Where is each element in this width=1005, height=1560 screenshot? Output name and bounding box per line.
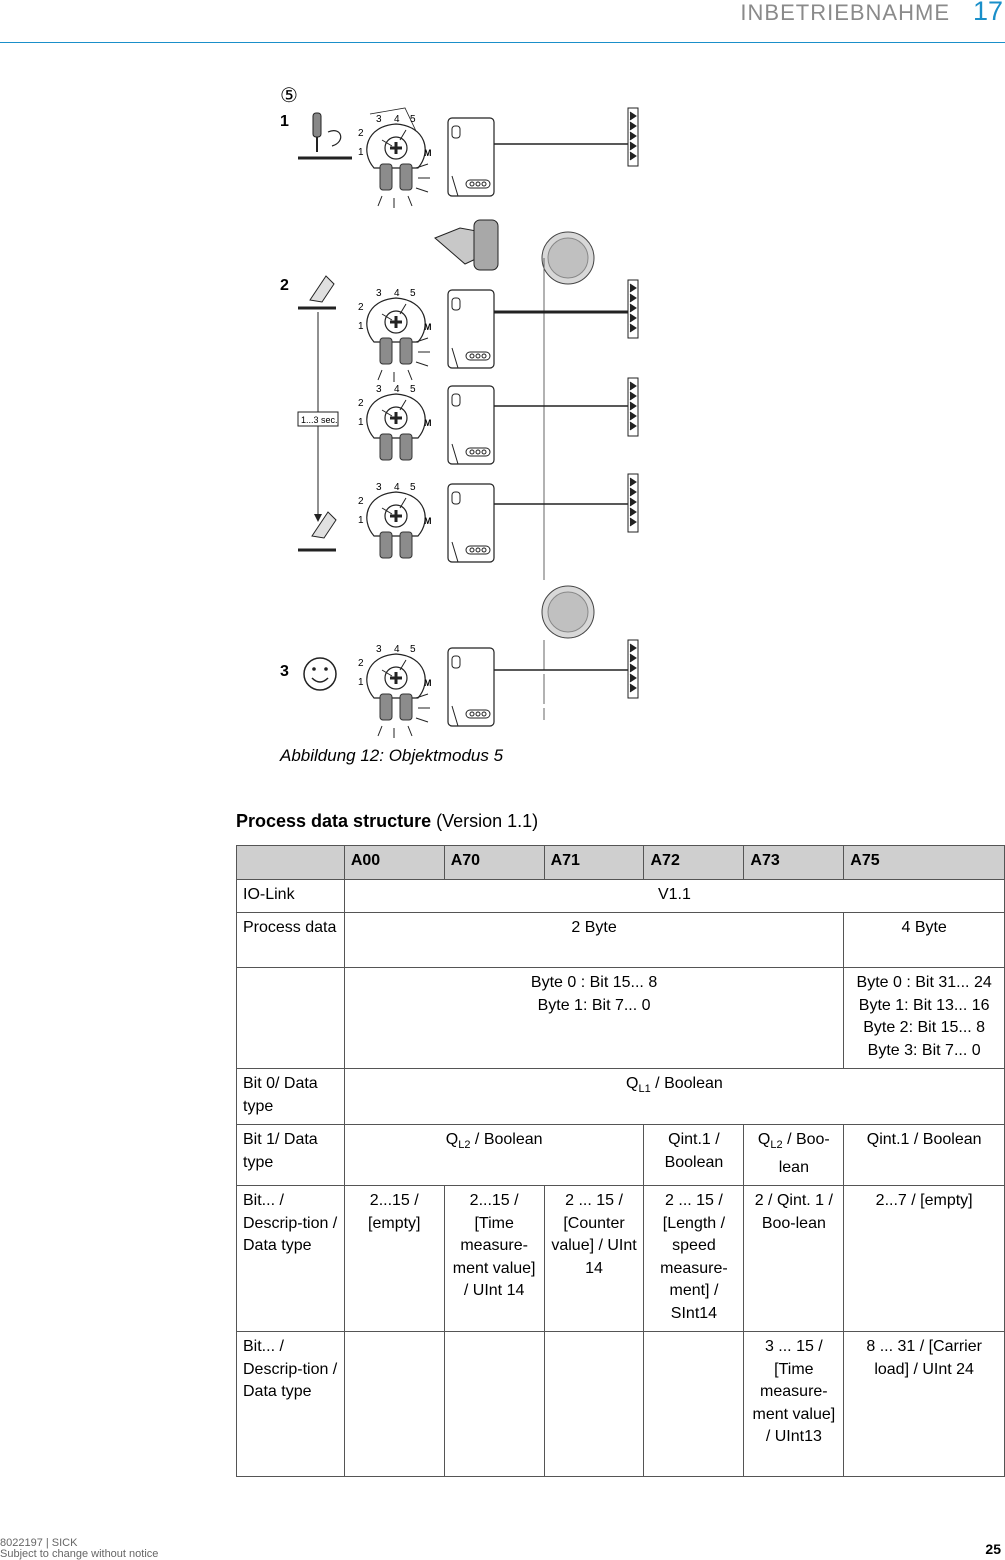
process-data-table: A00 A70 A71 A72 A73 A75 IO-Link V1.1 Pro… bbox=[236, 845, 1005, 1478]
q-type: / Boolean bbox=[470, 1131, 543, 1148]
release-finger-icon bbox=[298, 511, 337, 552]
screwdriver-icon bbox=[298, 112, 352, 160]
sensor-device bbox=[447, 483, 495, 563]
row-label: IO-Link bbox=[236, 878, 345, 913]
table-cell bbox=[543, 1331, 645, 1478]
page-number: 25 bbox=[985, 1541, 1001, 1557]
byte-line: Byte 2: Bit 15... 8 bbox=[863, 1019, 986, 1036]
table-cell: Qint.1 / Boolean bbox=[643, 1123, 745, 1187]
q-type: / Boo-lean bbox=[778, 1131, 830, 1176]
row-label bbox=[236, 967, 345, 1069]
column-header: A00 bbox=[343, 845, 445, 880]
byte-line: Byte 3: Bit 7... 0 bbox=[867, 1041, 981, 1059]
footer-notice: Subject to change without notice bbox=[0, 1548, 159, 1560]
table-cell: 2 Byte bbox=[343, 912, 845, 968]
column-header bbox=[236, 845, 345, 880]
table-row: Process data 2 Byte 4 Byte bbox=[236, 912, 1005, 968]
table-cell: 2 ... 15 / [Counter value] / UInt 14 bbox=[543, 1185, 645, 1333]
table-cell: 2...7 / [empty] bbox=[843, 1185, 1005, 1333]
table-cell: Byte 0 : Bit 31... 24 Byte 1: Bit 13... … bbox=[843, 967, 1005, 1069]
table-cell bbox=[343, 1331, 445, 1478]
dial-knob bbox=[358, 288, 432, 383]
sensor-device bbox=[447, 117, 495, 197]
table-cell: 2...15 / [Time measure-ment value] / UIn… bbox=[443, 1185, 545, 1333]
header-title: INBETRIEBNAHME bbox=[740, 0, 950, 25]
row-label: Bit 0/ Data type bbox=[236, 1068, 345, 1125]
table-cell: 2 / Qint. 1 / Boo-lean bbox=[743, 1185, 845, 1333]
step-label-1: 1 bbox=[280, 113, 289, 130]
time-label: 1...3 sec. bbox=[301, 415, 338, 425]
q-symbol: Q bbox=[445, 1131, 459, 1148]
figure-caption: Abbildung 12: Objektmodus 5 bbox=[280, 746, 504, 765]
table-cell: 2 ... 15 / [Length / speed measure-ment]… bbox=[643, 1185, 745, 1333]
step-marker: ⑤ bbox=[280, 83, 298, 107]
page-header: INBETRIEBNAHME 17 bbox=[0, 0, 1005, 43]
dial-knob bbox=[358, 384, 432, 462]
reflector bbox=[627, 377, 639, 437]
section-title-text: Process data structure bbox=[236, 811, 432, 831]
table-cell: Byte 0 : Bit 15... 8 Byte 1: Bit 7... 0 bbox=[343, 967, 845, 1069]
row-label: Process data bbox=[236, 912, 345, 968]
q-symbol: Q bbox=[757, 1131, 771, 1148]
step-label-3: 3 bbox=[280, 663, 289, 680]
reflector bbox=[627, 279, 639, 339]
table-cell: QL2 / Boolean bbox=[343, 1123, 645, 1187]
q-type: / Boolean bbox=[650, 1075, 723, 1092]
sensor-device bbox=[447, 385, 495, 465]
column-header: A73 bbox=[743, 845, 845, 880]
table-cell: 4 Byte bbox=[843, 912, 1005, 968]
table-row: Byte 0 : Bit 15... 8 Byte 1: Bit 7... 0 … bbox=[236, 967, 1005, 1069]
section-title: Process data structure (Version 1.1) bbox=[236, 811, 538, 832]
reflector bbox=[627, 107, 639, 167]
object-disc bbox=[541, 231, 595, 285]
figure-object-mode: 1 2 3 4 5 M ⑤ 1 bbox=[270, 80, 650, 745]
table-cell: 8 ... 31 / [Carrier load] / UInt 24 bbox=[843, 1331, 1005, 1478]
table-cell bbox=[443, 1331, 545, 1478]
sensor-device bbox=[447, 647, 495, 727]
byte-line: Byte 0 : Bit 15... 8 bbox=[530, 974, 658, 991]
dial-knob bbox=[358, 482, 432, 560]
column-header: A75 bbox=[843, 845, 1005, 880]
table-cell: V1.1 bbox=[343, 878, 1005, 913]
step-label-2: 2 bbox=[280, 277, 289, 294]
reflector bbox=[627, 639, 639, 699]
table-header-row: A00 A70 A71 A72 A73 A75 bbox=[236, 845, 1005, 880]
chapter-number: 17 bbox=[972, 0, 1003, 26]
table-row: IO-Link V1.1 bbox=[236, 878, 1005, 913]
object-disc bbox=[541, 585, 595, 639]
table-cell: 3 ... 15 / [Time measure-ment value] / U… bbox=[743, 1331, 845, 1478]
q-subscript: L1 bbox=[638, 1083, 651, 1096]
press-finger-icon bbox=[298, 275, 336, 310]
q-subscript: L2 bbox=[770, 1139, 783, 1152]
footer-doc-id: 8022197 | SICK bbox=[0, 1537, 78, 1549]
reflector bbox=[627, 473, 639, 533]
smiley-icon bbox=[303, 657, 337, 691]
dial-knob bbox=[358, 644, 432, 739]
table-cell: QL1 / Boolean bbox=[343, 1068, 1005, 1125]
table-cell: 2...15 / [empty] bbox=[343, 1185, 445, 1333]
q-symbol: Q bbox=[626, 1075, 639, 1092]
table-cell: Qint.1 / Boolean bbox=[843, 1123, 1005, 1187]
footer-info: 8022197 | SICK Subject to change without… bbox=[0, 1538, 158, 1560]
table-row: Bit... / Descrip-tion / Data type 2...15… bbox=[236, 1185, 1005, 1333]
section-version: (Version 1.1) bbox=[436, 811, 539, 831]
byte-line: Byte 0 : Bit 31... 24 bbox=[856, 974, 992, 991]
table-row: Bit... / Descrip-tion / Data type 3 ... … bbox=[236, 1331, 1005, 1478]
table-row: Bit 0/ Data type QL1 / Boolean bbox=[236, 1068, 1005, 1125]
column-header: A71 bbox=[543, 845, 645, 880]
table-cell bbox=[643, 1331, 745, 1478]
row-label: Bit... / Descrip-tion / Data type bbox=[236, 1331, 345, 1478]
dial-knob bbox=[358, 114, 432, 209]
byte-line: Byte 1: Bit 7... 0 bbox=[537, 996, 651, 1014]
table-row: Bit 1/ Data type QL2 / Boolean Qint.1 / … bbox=[236, 1123, 1005, 1187]
object-icon bbox=[434, 219, 499, 271]
column-header: A72 bbox=[643, 845, 745, 880]
sensor-device bbox=[447, 289, 495, 369]
byte-line: Byte 1: Bit 13... 16 bbox=[858, 996, 990, 1014]
row-label: Bit... / Descrip-tion / Data type bbox=[236, 1185, 345, 1333]
q-subscript: L2 bbox=[458, 1139, 471, 1152]
row-label: Bit 1/ Data type bbox=[236, 1123, 345, 1187]
column-header: A70 bbox=[443, 845, 545, 880]
table-cell: QL2 / Boo-lean bbox=[743, 1123, 845, 1187]
